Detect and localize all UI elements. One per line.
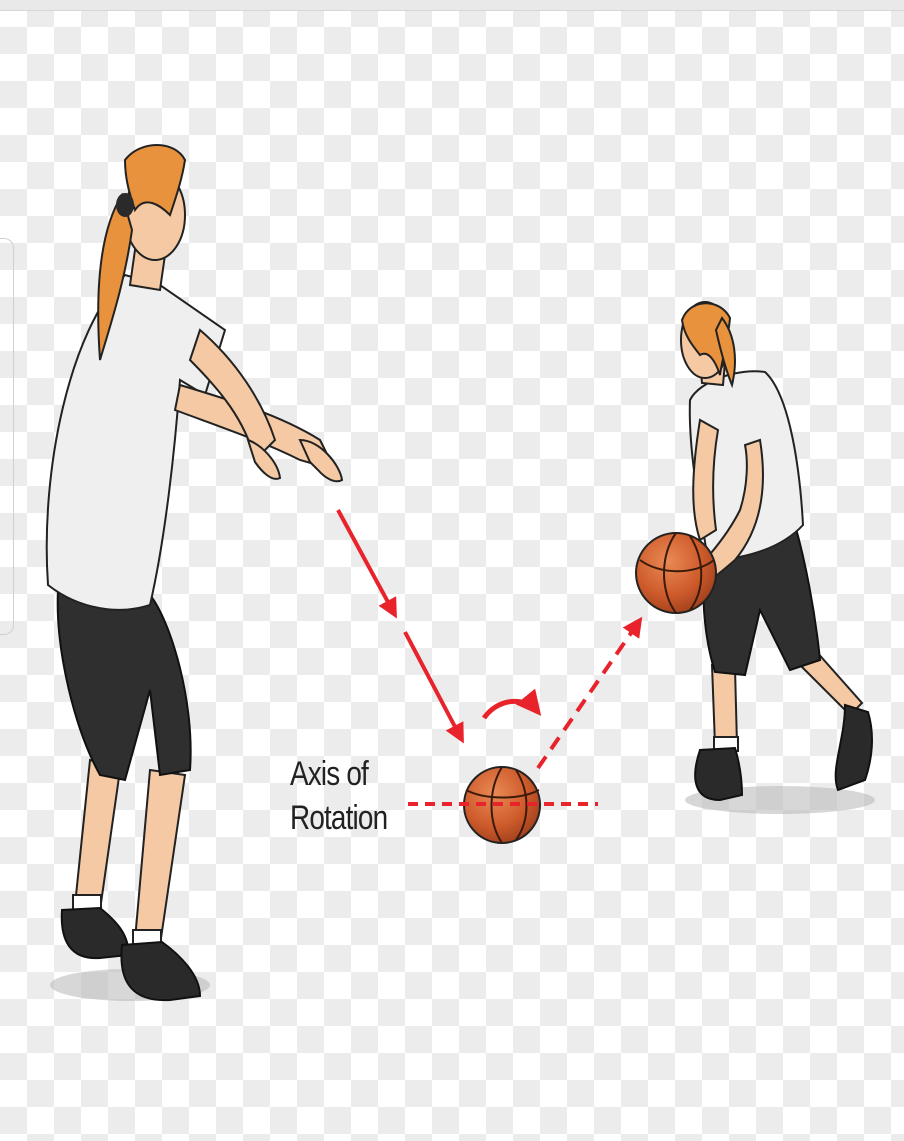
axis-label-line1: Axis of — [290, 752, 388, 796]
spin-arrow — [484, 701, 538, 718]
axis-of-rotation-label: Axis of Rotation — [290, 752, 388, 840]
basketball-held — [636, 533, 716, 613]
pass-arrow-outgoing — [538, 620, 640, 768]
passer-figure — [47, 145, 342, 1001]
pass-arrow-incoming — [338, 510, 462, 740]
axis-label-line2: Rotation — [290, 796, 388, 840]
